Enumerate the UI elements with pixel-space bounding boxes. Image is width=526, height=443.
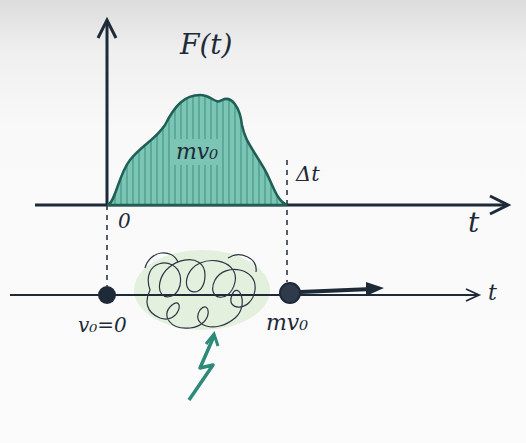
- time-axis: [10, 294, 478, 296]
- collision-scribble: [145, 253, 256, 272]
- hatch-line: [169, 90, 170, 208]
- hatch-line: [127, 90, 128, 208]
- hatch-line: [109, 90, 110, 208]
- hatch-line: [289, 90, 290, 208]
- hatch-line: [277, 90, 278, 208]
- guide-line: [286, 160, 288, 282]
- force-axis: [106, 22, 109, 205]
- guide-line: [106, 205, 108, 286]
- axis-label: t: [468, 208, 479, 239]
- hatch-line: [271, 90, 272, 208]
- hatch-line: [283, 90, 284, 208]
- hatch-line: [229, 90, 230, 208]
- hatch-line: [133, 90, 134, 208]
- axis-arrowhead: [490, 196, 508, 214]
- hatch-line: [151, 90, 152, 208]
- velocity-arrowhead: [366, 282, 384, 296]
- body-dot: [98, 286, 116, 304]
- hatch-line: [235, 90, 236, 208]
- hatch-line: [121, 90, 122, 208]
- velocity-arrow: [300, 289, 372, 292]
- body-dot: [280, 283, 300, 303]
- interval-label: Δt: [296, 163, 320, 186]
- hatch-line: [157, 90, 158, 208]
- lightning-bolt: [189, 336, 214, 400]
- collision-scribble: [147, 260, 255, 328]
- axis-arrowhead: [466, 289, 479, 301]
- cloud-glow: [134, 250, 270, 330]
- hatch-line: [241, 90, 242, 208]
- hatch-line: [247, 90, 248, 208]
- impulse-outline: [107, 95, 287, 205]
- impulse-fill: [107, 95, 287, 205]
- axis-arrowhead: [98, 20, 116, 38]
- hatch-line: [163, 90, 164, 208]
- impulse-area: mv₀: [105, 90, 290, 208]
- impulse-label: mv₀: [172, 139, 222, 165]
- momentum-label: mv₀: [266, 311, 308, 335]
- hatch-line: [265, 90, 266, 208]
- axis-label: F(t): [180, 30, 233, 61]
- axis-label: t: [488, 281, 497, 305]
- origin-label: 0: [118, 210, 131, 232]
- velocity-label: v₀=0: [78, 314, 127, 336]
- hatch-line: [259, 90, 260, 208]
- hatch-line: [145, 90, 146, 208]
- hatch-line: [223, 90, 224, 208]
- lightning-bolt: [206, 334, 218, 346]
